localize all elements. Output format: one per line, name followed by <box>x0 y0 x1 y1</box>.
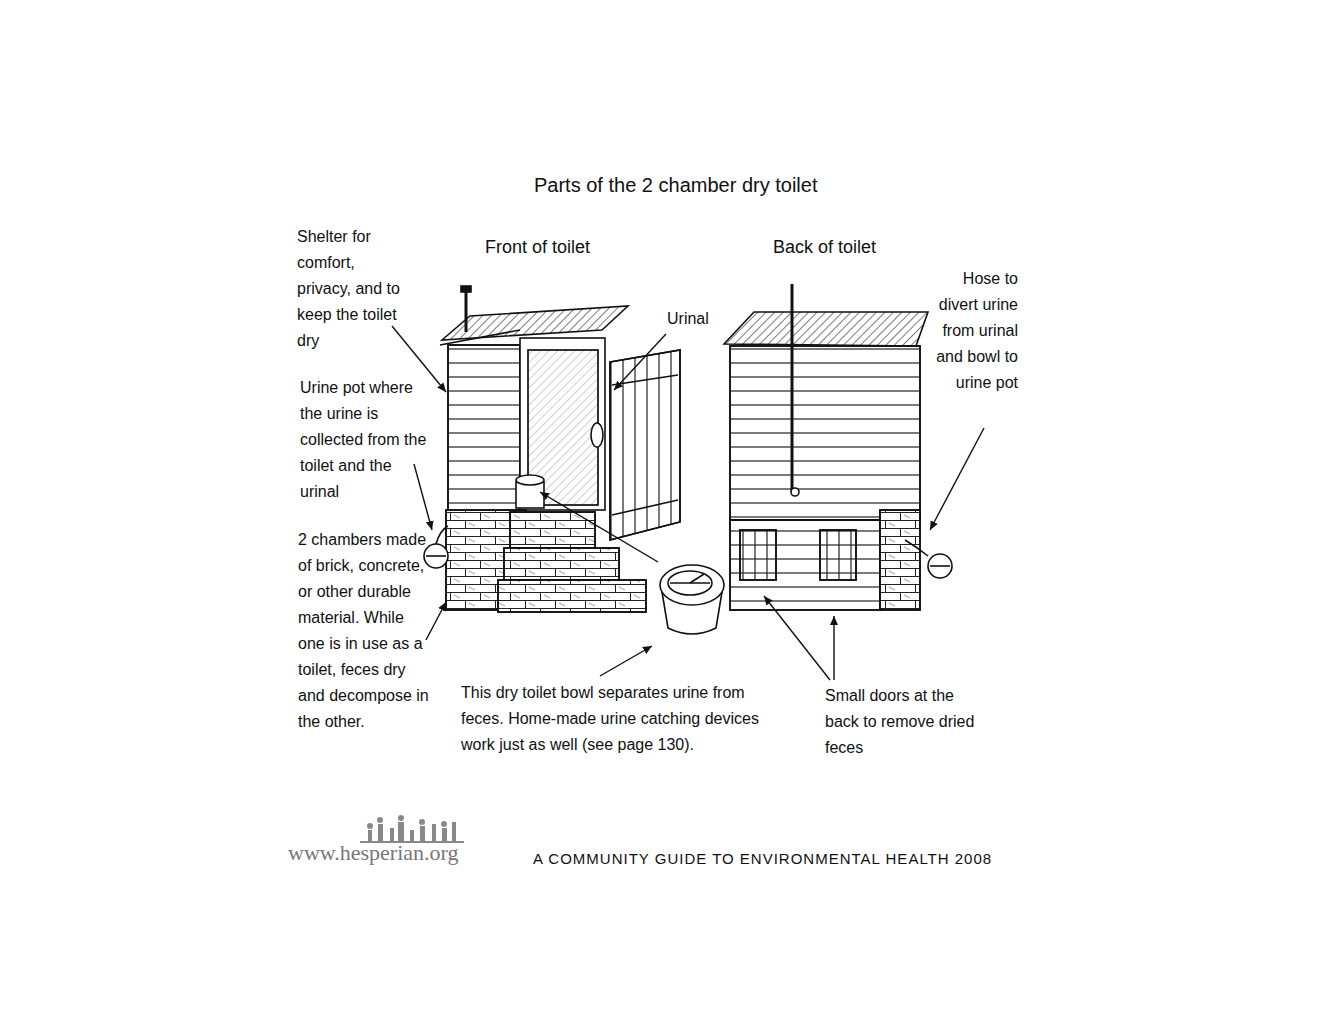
logo-figure <box>452 822 456 842</box>
open-door-outline <box>610 350 680 540</box>
chamber-door <box>820 530 856 580</box>
logo-figure <box>377 817 383 823</box>
chamber-wall-outline <box>730 520 880 610</box>
urine-pot <box>928 554 952 578</box>
urine-hose <box>905 540 928 556</box>
footer-url: www.hesperian.org <box>288 840 458 866</box>
logo-figure <box>432 824 436 842</box>
pipe-joint <box>791 488 799 496</box>
toilet-seat-box <box>516 482 544 508</box>
step-outline <box>504 548 619 580</box>
chamber-wall <box>730 520 880 610</box>
roof-beam <box>440 330 520 345</box>
logo-figure <box>420 826 425 842</box>
leader-line <box>833 616 834 680</box>
vent-cap <box>461 286 471 292</box>
toilet-seat <box>516 475 544 485</box>
roof <box>442 306 628 340</box>
step <box>498 580 646 612</box>
leader-line <box>614 334 666 390</box>
chamber-door-outline <box>820 530 856 580</box>
back-wall-outline <box>730 346 920 520</box>
side-wall <box>448 345 520 513</box>
front-toilet <box>424 286 680 612</box>
logo-figure <box>367 823 373 829</box>
callout-label: Urine pot where the urine is collected f… <box>300 375 430 505</box>
toilet-bowl <box>660 565 724 634</box>
leader-line <box>764 596 830 680</box>
leader-line <box>930 428 984 530</box>
leader-line <box>414 464 432 530</box>
urinal <box>591 423 603 447</box>
logo-figure <box>442 828 447 842</box>
leader-line <box>540 492 658 562</box>
vent-pipe <box>791 284 794 492</box>
callout-label: Shelter for comfort, privacy, and to kee… <box>297 224 405 354</box>
logo-figure <box>390 828 394 842</box>
callout-label: 2 chambers made of brick, concrete, or o… <box>298 527 432 735</box>
logo-figure <box>398 822 404 842</box>
urine-pot-band <box>930 565 950 567</box>
side-wall-outline <box>448 345 520 513</box>
view-heading: Back of toilet <box>773 234 876 260</box>
brick-side-outline <box>880 510 920 610</box>
logo-figure <box>419 819 425 825</box>
leader-line <box>426 602 446 640</box>
callout-label: Urinal <box>667 306 709 332</box>
view-heading: Front of toilet <box>485 234 590 260</box>
bowl-divider <box>690 574 704 583</box>
brick-side <box>880 510 920 610</box>
bowl-rim <box>660 565 724 605</box>
open-door <box>610 350 680 540</box>
roof <box>724 312 928 346</box>
diagram-title: Parts of the 2 chamber dry toilet <box>534 172 817 198</box>
callout-label: This dry toilet bowl separates urine fro… <box>461 680 783 758</box>
leader-line <box>600 646 652 676</box>
callout-label: Small doors at the back to remove dried … <box>825 683 977 761</box>
back-wall <box>730 346 920 520</box>
callout-label: Hose to divert urine from urinal and bow… <box>930 266 1018 396</box>
door-brace <box>612 375 678 385</box>
urine-pot <box>424 544 448 568</box>
logo-figure <box>378 824 383 842</box>
footer-credit: A COMMUNITY GUIDE TO ENVIRONMENTAL HEALT… <box>533 846 992 872</box>
step <box>504 548 619 580</box>
logo-figure <box>398 815 404 821</box>
logo-figure <box>441 821 447 827</box>
urine-pot-hose <box>436 526 448 544</box>
chamber-door-outline <box>740 530 776 580</box>
chamber-door <box>740 530 776 580</box>
step-outline <box>498 580 646 612</box>
leader-lines <box>392 326 984 680</box>
urine-pot-band <box>426 555 446 557</box>
bowl-inner <box>668 571 712 595</box>
back-toilet <box>724 284 952 610</box>
door-brace <box>612 500 678 515</box>
hesperian-logo <box>360 815 464 843</box>
